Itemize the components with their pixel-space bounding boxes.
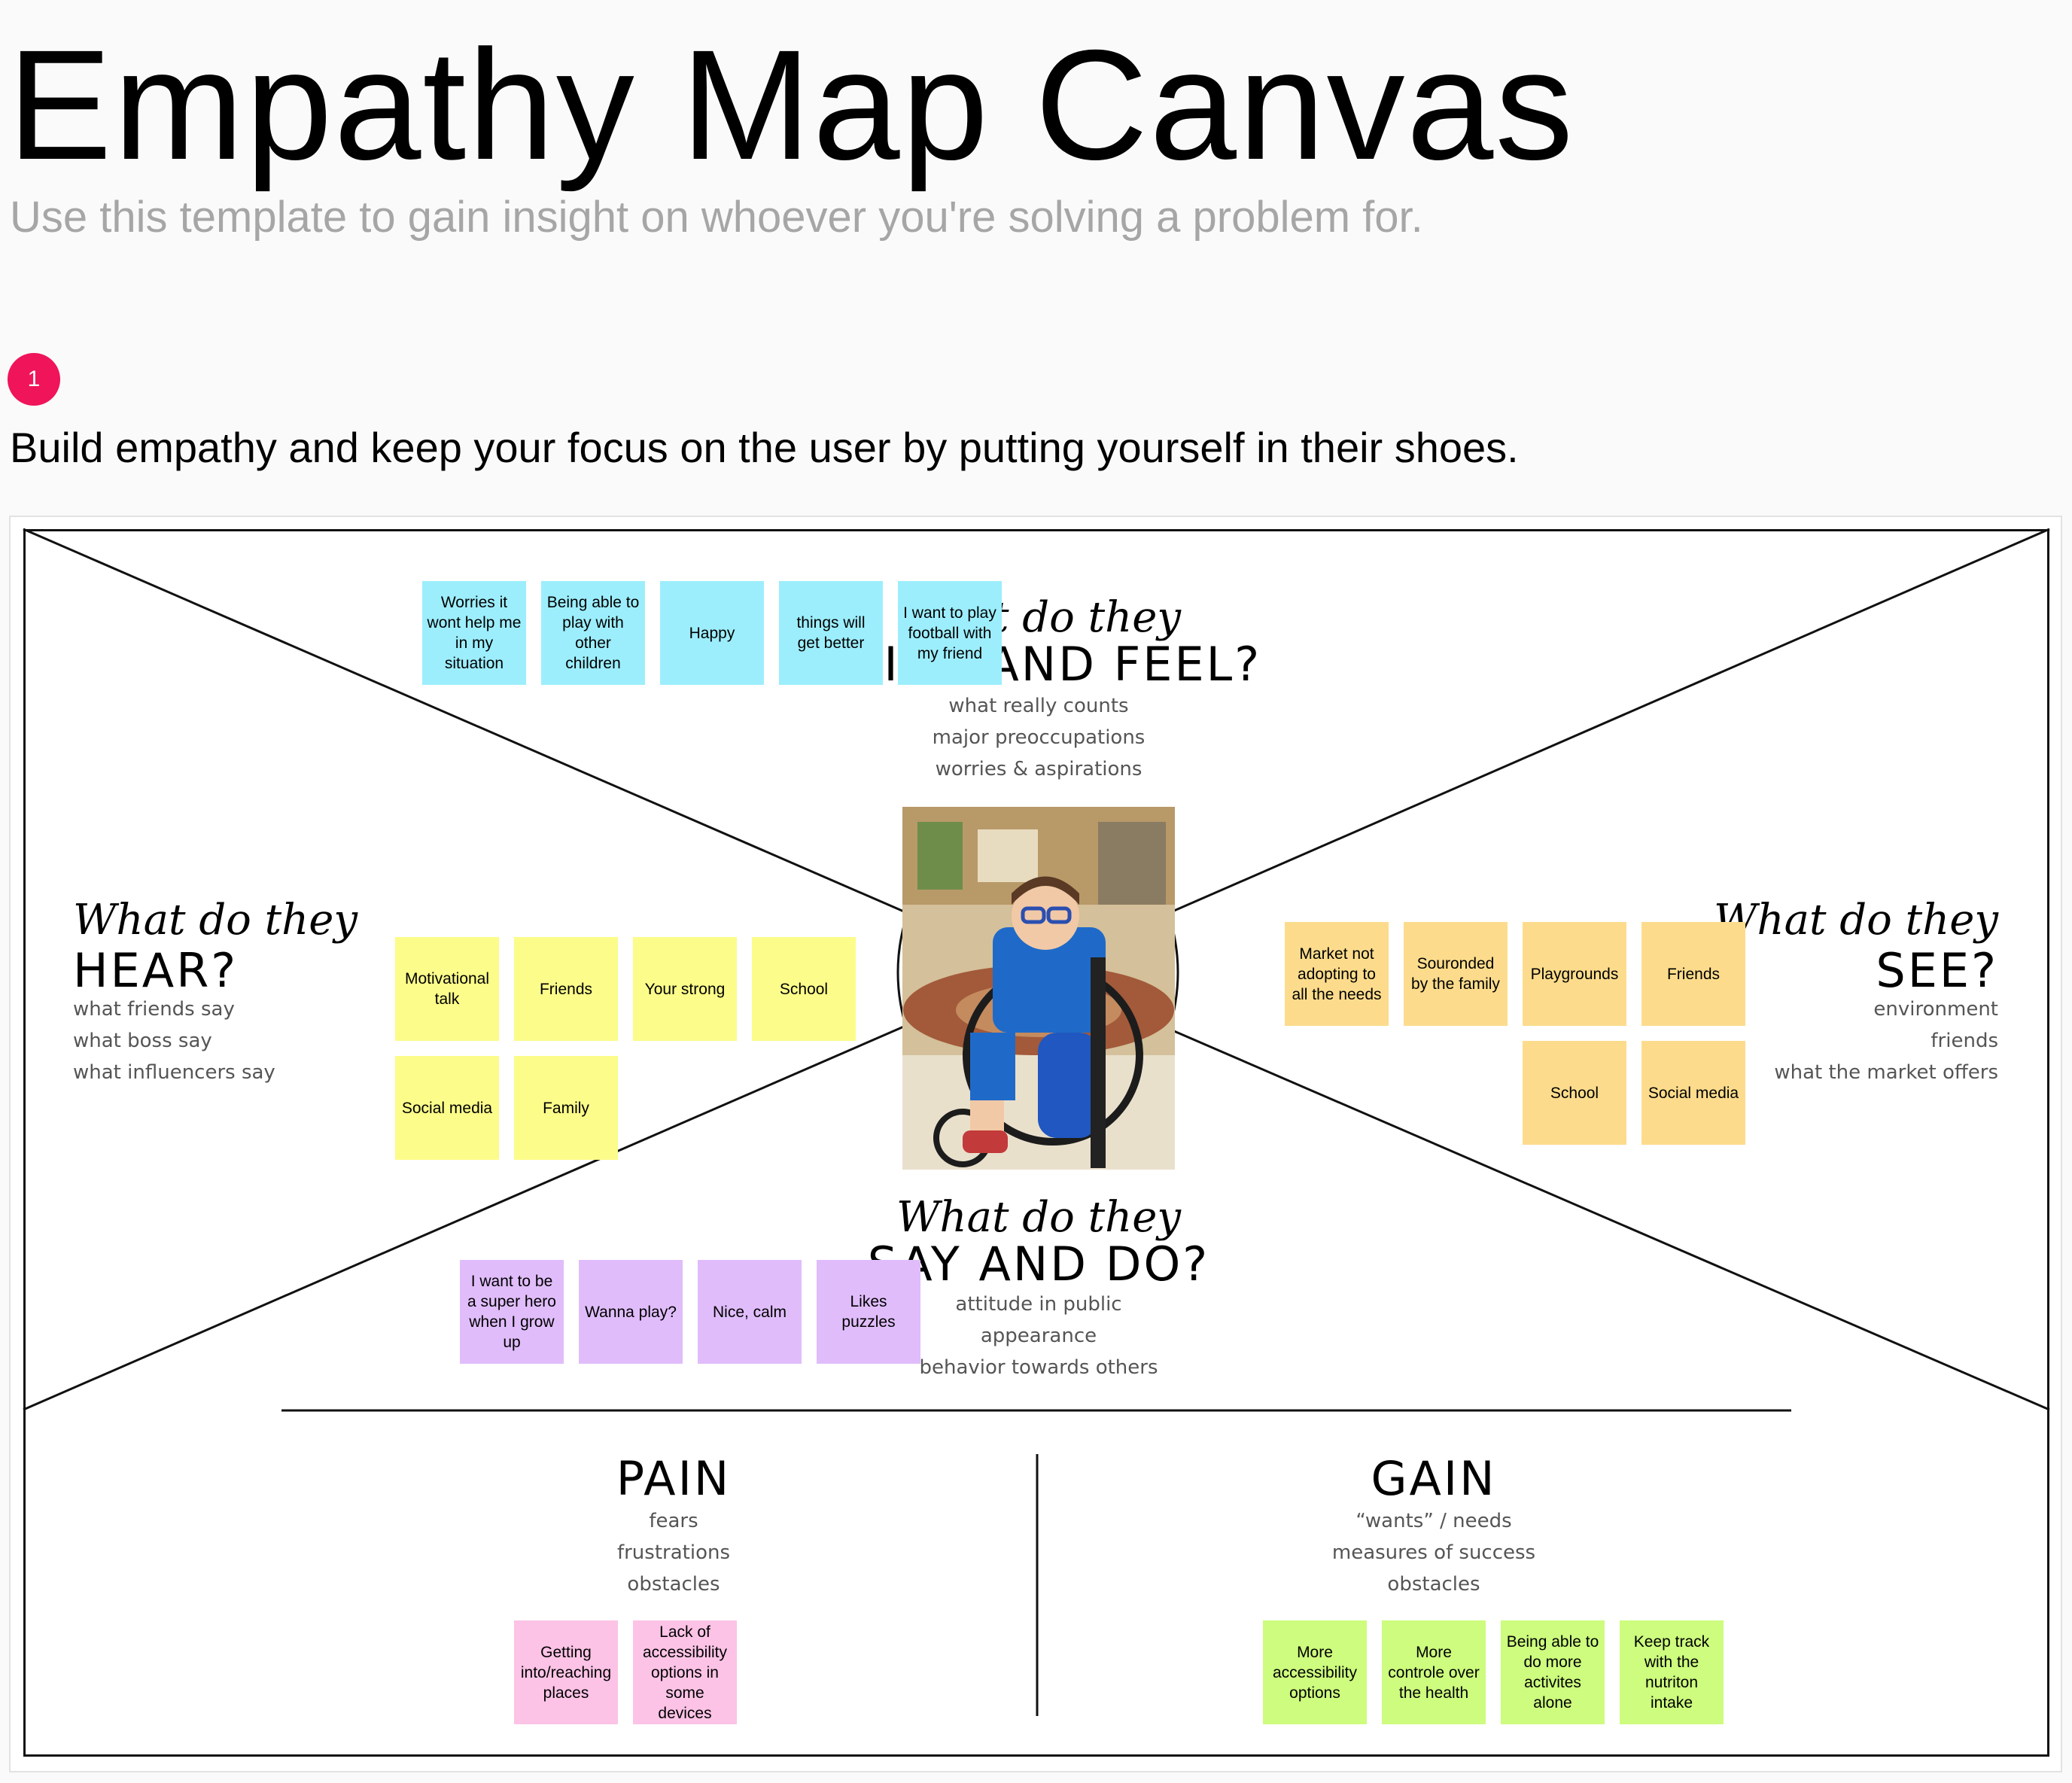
sticky-note-see[interactable]: Souronded by the family [1404,922,1508,1026]
sticky-note-gain[interactable]: Keep track with the nutriton intake [1620,1620,1724,1724]
gain-heading: GAIN [1371,1451,1497,1506]
hear-heading: HEAR? [73,943,239,998]
sticky-note-see[interactable]: School [1523,1041,1626,1145]
think-feel-heading: THINK AND FEEL? [815,637,1262,692]
sticky-note-hear[interactable]: Family [514,1056,618,1160]
sticky-note-hear[interactable]: Motivational talk [395,937,499,1041]
say-do-heading: SAY AND DO? [867,1237,1210,1292]
sticky-note-pain[interactable]: Getting into/reaching places [514,1620,618,1724]
page-title: Empathy Map Canvas [8,18,1575,193]
sticky-note-see[interactable]: Playgrounds [1523,922,1626,1026]
sticky-note-think-feel[interactable]: Happy [660,581,764,685]
sticky-note-think-feel[interactable]: Worries it wont help me in my situation [422,581,526,685]
sticky-note-see[interactable]: Social media [1641,1041,1745,1145]
hear-description: what friends say what boss say what infl… [73,998,275,1084]
empathy-map-frame [23,529,2049,1757]
see-description: environment friends what the market offe… [1774,998,1998,1084]
say-do-script: What do they [896,1193,1182,1242]
sticky-note-gain[interactable]: Being able to do more activites alone [1501,1620,1605,1724]
sticky-note-say-do[interactable]: Wanna play? [579,1260,683,1364]
sticky-note-think-feel[interactable]: things will get better [779,581,883,685]
sticky-note-think-feel[interactable]: I want to play football with my friend [898,581,1002,685]
sticky-note-hear[interactable]: School [752,937,856,1041]
think-feel-description: what really counts major preoccupations … [932,695,1146,780]
sticky-note-hear[interactable]: Friends [514,937,618,1041]
sticky-note-say-do[interactable]: Likes puzzles [817,1260,920,1364]
pain-heading: PAIN [616,1451,732,1506]
say-do-description: attitude in public appearance behavior t… [919,1293,1158,1379]
page-subtitle: Use this template to gain insight on who… [10,193,1423,242]
sticky-note-hear[interactable]: Your strong [633,937,737,1041]
hear-script: What do they [73,896,358,945]
sticky-note-see[interactable]: Market not adopting to all the needs [1285,922,1389,1026]
sticky-note-pain[interactable]: Lack of accessibility options in some de… [633,1620,737,1724]
sticky-note-hear[interactable]: Social media [395,1056,499,1160]
persona-photo [902,807,1175,1170]
gain-description: “wants” / needs measures of success obst… [1331,1510,1536,1596]
sticky-note-see[interactable]: Friends [1641,922,1745,1026]
see-script: What do they [1713,896,1998,945]
step-number-badge: 1 [8,353,60,406]
sticky-note-think-feel[interactable]: Being able to play with other children [541,581,645,685]
pain-description: fears frustrations obstacles [616,1510,731,1596]
sticky-note-gain[interactable]: More controle over the health [1382,1620,1486,1724]
sticky-note-gain[interactable]: More accessibility options [1263,1620,1367,1724]
sticky-note-say-do[interactable]: I want to be a super hero when I grow up [460,1260,564,1364]
step-instruction: Build empathy and keep your focus on the… [10,424,1519,471]
see-heading: SEE? [1876,943,1998,998]
sticky-note-say-do[interactable]: Nice, calm [698,1260,802,1364]
